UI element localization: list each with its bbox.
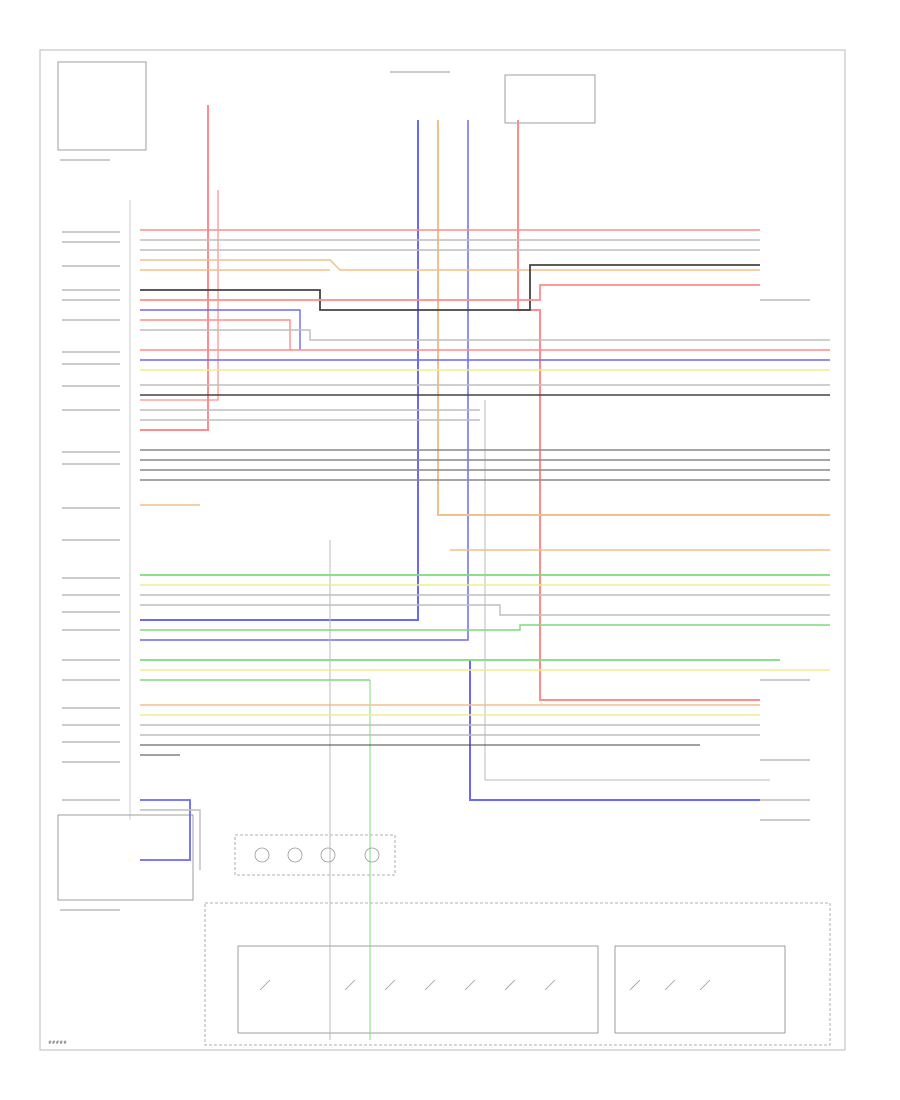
horizontal-wires bbox=[140, 229, 830, 870]
diagram-frame bbox=[39, 49, 846, 1051]
corner-label: ##### bbox=[48, 1040, 67, 1046]
label-marks bbox=[60, 71, 810, 911]
switch-symbols bbox=[254, 847, 711, 991]
vertical-wires bbox=[140, 105, 830, 1040]
component-boxes bbox=[57, 61, 831, 1046]
